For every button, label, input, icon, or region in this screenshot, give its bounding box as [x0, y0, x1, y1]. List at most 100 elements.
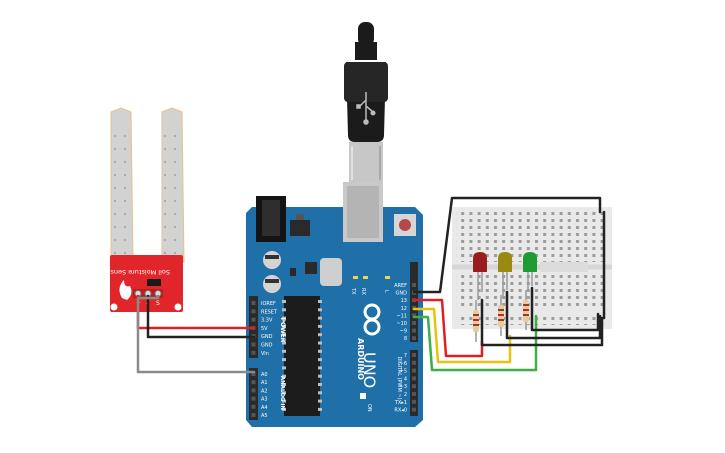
analog-pin-label: A2: [261, 388, 268, 394]
digital-header-bottom: [410, 350, 418, 416]
power-pin-hole[interactable]: [251, 342, 256, 347]
chip-leg: [282, 324, 286, 328]
analog-pin-hole[interactable]: [251, 396, 256, 401]
power-pin-label: 3.3V: [261, 318, 273, 324]
usb-cable[interactable]: [344, 22, 388, 182]
digital-pin-hole[interactable]: [412, 321, 416, 325]
chip-leg: [282, 333, 286, 337]
chip-leg: [282, 399, 286, 403]
l-led-label: L: [383, 290, 389, 293]
chip-leg: [318, 383, 322, 386]
green-led-icon[interactable]: [523, 252, 537, 292]
analog-section-label: ANALOG IN: [279, 376, 285, 411]
wire-pin13-red[interactable]: [412, 298, 484, 358]
digital-pin-label: 13: [401, 298, 407, 304]
digital-pin-hole[interactable]: [412, 353, 416, 357]
analog-pin-hole[interactable]: [251, 380, 256, 385]
chip-leg: [282, 391, 286, 395]
digital-pin-label: ~3: [400, 384, 407, 390]
rx-label: RX: [360, 288, 366, 295]
chip-leg: [282, 358, 286, 362]
wire-pin12-yellow[interactable]: [412, 307, 512, 364]
power-pin-label: 5V: [261, 326, 268, 332]
digital-pin-label: 12: [401, 306, 407, 312]
capacitor: [263, 251, 281, 269]
infinity-logo-icon: [363, 303, 381, 336]
brand-text: ARDUINO: [356, 338, 365, 380]
digital-pin-label: 2: [404, 392, 407, 398]
wire-gnd-rail-1[interactable]: [480, 298, 604, 347]
chip-leg: [318, 324, 322, 328]
digital-pin-label: ~11: [396, 313, 407, 319]
soil-moisture-sensor[interactable]: Soil Moisture Sensor + - S: [104, 107, 185, 312]
chip-leg: [318, 399, 322, 403]
power-pin-label: Vin: [261, 351, 269, 357]
chip-leg: [282, 366, 286, 370]
wire-a0-gray[interactable]: [136, 294, 256, 374]
analog-pin-hole[interactable]: [251, 413, 256, 417]
digital-pin-hole[interactable]: [412, 384, 416, 389]
digital-pin-hole[interactable]: [412, 376, 416, 381]
digital-pin-hole[interactable]: [412, 399, 416, 404]
analog-pin-label: A3: [261, 397, 268, 403]
power-pin-hole[interactable]: [251, 317, 256, 322]
arduino-uno-board[interactable]: TX RX L ARDUINO UNO ON POWER ANALOG IN D…: [246, 182, 423, 427]
wire-pin11-green[interactable]: [412, 314, 538, 372]
digital-pin-hole[interactable]: [412, 407, 416, 412]
on-label: ON: [366, 404, 372, 412]
chip-leg: [318, 358, 322, 362]
analog-pin-label: A5: [261, 413, 268, 419]
red-led-icon[interactable]: [473, 252, 487, 300]
wire-gnd-rail-2[interactable]: [505, 290, 602, 340]
wire-gnd-black[interactable]: [146, 294, 256, 339]
flame-logo-icon: [119, 280, 132, 300]
yellow-led-icon[interactable]: [498, 252, 512, 296]
sensor-pin-label-signal: S: [156, 300, 160, 307]
chip-leg: [318, 366, 322, 370]
chip-leg: [282, 341, 286, 345]
chip-leg: [318, 341, 322, 345]
resistor: [523, 290, 529, 330]
chip-leg: [282, 407, 286, 411]
chip-leg: [318, 316, 322, 320]
digital-pin-hole[interactable]: [412, 283, 416, 287]
digital-pin-label: AREF: [394, 283, 407, 289]
power-pin-hole[interactable]: [251, 301, 256, 305]
reset-button-icon[interactable]: [394, 214, 416, 236]
digital-pin-label: 4: [404, 376, 407, 382]
resistor: [498, 295, 504, 336]
wire-gnd-to-breadboard[interactable]: [412, 196, 602, 294]
digital-pin-hole[interactable]: [412, 313, 416, 318]
voltage-regulator: [290, 220, 310, 236]
analog-pin-hole[interactable]: [251, 404, 256, 409]
digital-pin-hole[interactable]: [412, 328, 416, 333]
analog-pin-hole[interactable]: [251, 372, 256, 376]
power-pin-label: IOREF: [261, 301, 276, 307]
chip-leg: [318, 391, 322, 395]
analog-pin-hole[interactable]: [251, 388, 256, 393]
digital-pin-hole[interactable]: [412, 392, 416, 396]
chip-leg: [282, 374, 286, 378]
crystal-oscillator: [320, 258, 342, 286]
usb-plug-icon: [356, 92, 376, 125]
digital-pin-label: ~10: [396, 321, 407, 327]
sensor-chip: [147, 279, 161, 286]
digital-pin-label: ~9: [400, 329, 407, 335]
chip-leg: [282, 308, 286, 312]
digital-pin-hole[interactable]: [412, 368, 416, 373]
chip-leg: [282, 300, 286, 303]
power-pin-hole[interactable]: [251, 350, 256, 355]
wire-gnd-rail-3[interactable]: [530, 286, 600, 332]
analog-pin-label: A0: [261, 372, 268, 378]
digital-pin-hole[interactable]: [412, 360, 416, 365]
digital-pin-hole[interactable]: [412, 336, 416, 341]
digital-section-label: DIGITAL (PWM ~): [396, 356, 402, 399]
digital-pin-label: 8: [404, 336, 407, 342]
small-chip: [305, 262, 317, 274]
tx-label: TX: [350, 287, 356, 295]
chip-leg: [282, 383, 286, 386]
power-pin-hole[interactable]: [251, 309, 256, 314]
chip-leg: [318, 333, 322, 337]
chip-leg: [282, 316, 286, 320]
